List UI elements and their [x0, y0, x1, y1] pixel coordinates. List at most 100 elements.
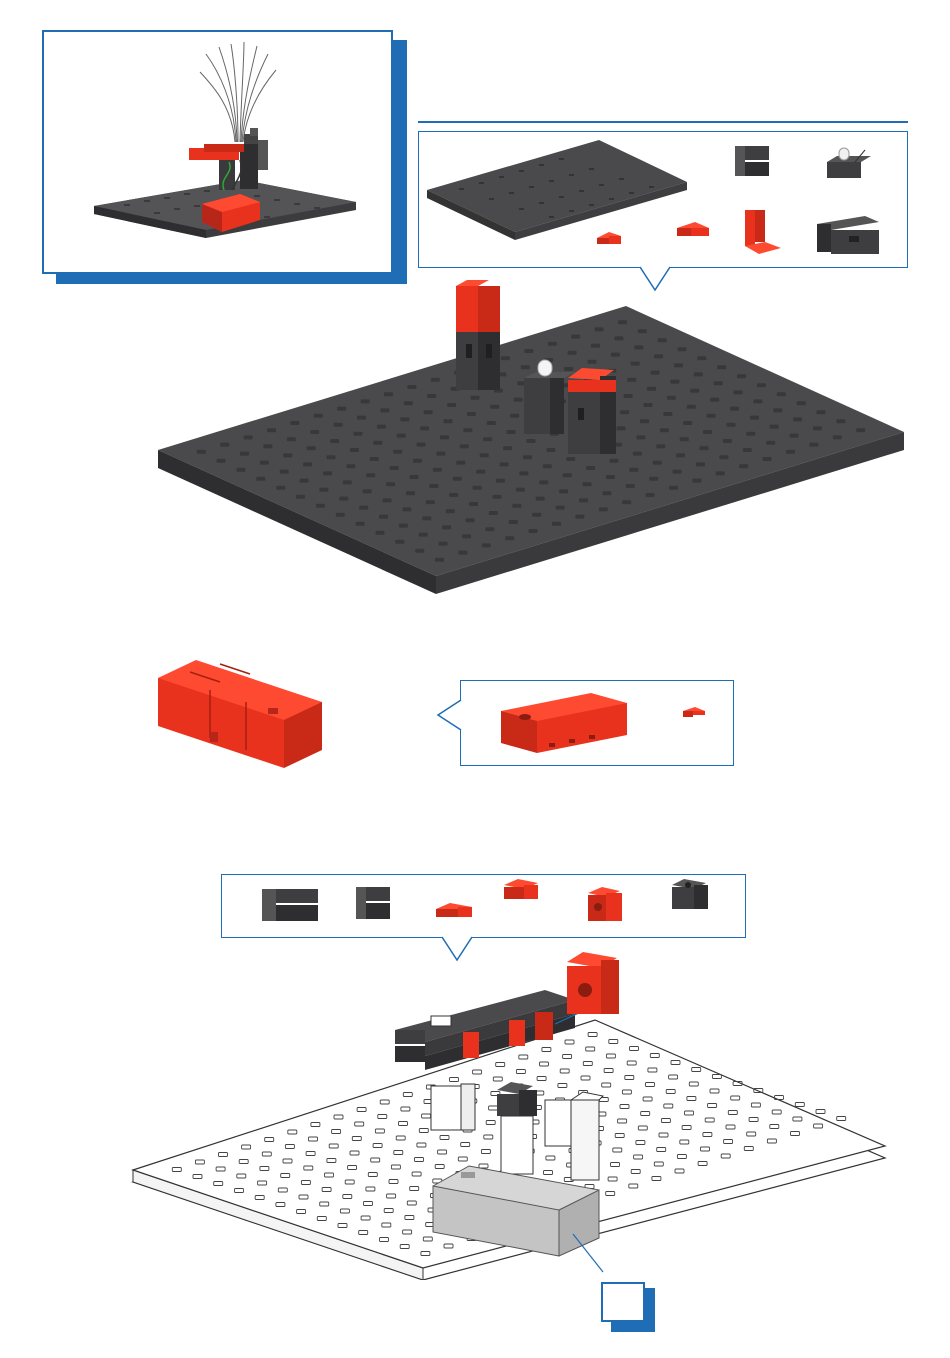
- plate-stud: [620, 410, 629, 414]
- plate-stud: [730, 407, 739, 411]
- plate-stud: [610, 459, 619, 463]
- plate-stud: [500, 462, 509, 466]
- plate-stud: [507, 430, 516, 434]
- plate-stud: [757, 383, 766, 387]
- plate-stud: [379, 515, 388, 519]
- step-2-parts-callout: [460, 680, 734, 766]
- plate-stud: [456, 461, 465, 465]
- plate-stud: [817, 410, 826, 414]
- plate-stud: [813, 426, 822, 430]
- plate-stud: [790, 434, 799, 438]
- plate-stud: [564, 367, 573, 371]
- plate-stud: [707, 414, 716, 418]
- plate-stud: [700, 446, 709, 450]
- plate-stud: [370, 457, 379, 461]
- plate-stud: [406, 491, 415, 495]
- plate-stud: [674, 363, 683, 367]
- tower-part: [456, 280, 500, 390]
- plate-stud: [710, 398, 719, 402]
- plate-stud: [617, 426, 626, 430]
- plate-stud: [524, 349, 533, 353]
- step-1-assembly: [150, 280, 910, 600]
- plate-stud: [651, 371, 660, 375]
- gear-block-red-placing: [567, 952, 619, 1014]
- plate-stud: [519, 471, 528, 475]
- plate-stud: [350, 448, 359, 452]
- step-3-parts-callout: [221, 874, 746, 938]
- plate-stud: [260, 461, 269, 465]
- plate-stud: [703, 430, 712, 434]
- plate-stud: [552, 522, 561, 526]
- plate-stud: [483, 437, 492, 441]
- plate-stud: [606, 475, 615, 479]
- gear-block-red-part: [588, 887, 622, 921]
- plate-stud: [487, 421, 496, 425]
- plate-stud: [287, 437, 296, 441]
- plate-stud: [420, 426, 429, 430]
- plate-stud: [622, 500, 631, 504]
- plate-stud: [283, 453, 292, 457]
- plate-stud: [583, 482, 592, 486]
- red-top-block-placed: [568, 368, 616, 454]
- plate-stud: [397, 434, 406, 438]
- plate-stud: [505, 536, 514, 540]
- plate-stud: [631, 362, 640, 366]
- plate-stud: [523, 455, 532, 459]
- plate-stud: [797, 401, 806, 405]
- plate-stud: [633, 452, 642, 456]
- plate-stud: [220, 443, 229, 447]
- building-block-5-red-part: [504, 879, 538, 899]
- plate-stud: [536, 497, 545, 501]
- plate-stud: [442, 525, 451, 529]
- plate-stud: [458, 551, 467, 555]
- plate-stud: [777, 392, 786, 396]
- plate-stud: [346, 464, 355, 468]
- plate-stud: [440, 435, 449, 439]
- plate-stud: [314, 414, 323, 418]
- plate-stud: [687, 405, 696, 409]
- angle-block-red-part: [745, 210, 781, 254]
- plate-stud: [490, 405, 499, 409]
- plate-stud: [480, 453, 489, 457]
- plate-stud: [739, 464, 748, 468]
- plate-stud: [766, 441, 775, 445]
- plate-stud: [482, 543, 491, 547]
- plate-stud: [527, 439, 536, 443]
- plate-stud: [694, 372, 703, 376]
- plate-stud: [793, 417, 802, 421]
- plate-stud: [696, 462, 705, 466]
- plate-stud: [746, 432, 755, 436]
- plate-stud: [719, 455, 728, 459]
- plate-stud: [629, 468, 638, 472]
- plate-stud: [473, 486, 482, 490]
- plate-stud: [384, 392, 393, 396]
- plate-stud: [435, 558, 444, 562]
- plate-stud: [466, 518, 475, 522]
- plate-stud: [501, 356, 510, 360]
- plate-stud: [240, 452, 249, 456]
- plate-stud: [357, 416, 366, 420]
- plate-stud: [656, 444, 665, 448]
- plate-stud: [323, 471, 332, 475]
- plate-stud: [383, 498, 392, 502]
- plate-stud: [404, 401, 413, 405]
- plate-stud: [750, 416, 759, 420]
- plate-stud: [460, 444, 469, 448]
- plate-stud: [512, 504, 521, 508]
- plate-stud: [390, 466, 399, 470]
- plate-stud: [563, 473, 572, 477]
- plate-stud: [197, 450, 206, 454]
- plate-stud: [680, 437, 689, 441]
- plate-stud: [833, 435, 842, 439]
- plate-stud: [737, 374, 746, 378]
- battery-box-part: [817, 216, 879, 254]
- fiber-strands: [200, 42, 276, 142]
- plate-stud: [640, 419, 649, 423]
- plate-stud: [267, 428, 276, 432]
- plate-stud: [431, 378, 440, 382]
- plate-stud: [300, 479, 309, 483]
- plate-stud: [646, 493, 655, 497]
- plate-stud: [586, 466, 595, 470]
- plate-stud: [599, 507, 608, 511]
- plate-stud: [697, 356, 706, 360]
